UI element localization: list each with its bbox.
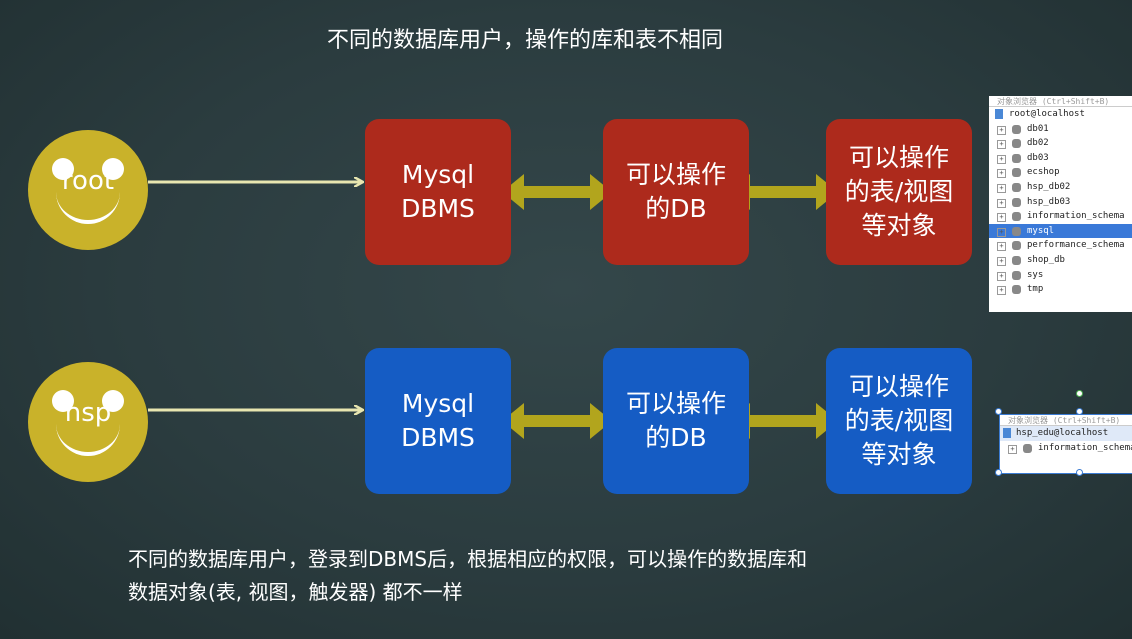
- hsp-dbms-box: Mysql DBMS: [365, 348, 511, 494]
- database-label: shop_db: [1027, 254, 1065, 265]
- connection-label: hsp_edu@localhost: [1016, 428, 1109, 438]
- database-tree: + information_schema: [1000, 441, 1132, 456]
- database-icon: [1012, 153, 1021, 163]
- database-icon: [1012, 212, 1021, 222]
- expand-icon[interactable]: +: [997, 154, 1006, 164]
- database-icon: [1012, 197, 1021, 207]
- database-node[interactable]: + information_schema: [989, 209, 1132, 224]
- browser-header: 对象浏览器 (Ctrl+Shift+B): [1000, 415, 1132, 426]
- expand-icon[interactable]: +: [997, 125, 1006, 135]
- server-icon: [995, 109, 1003, 119]
- browser-header: 对象浏览器 (Ctrl+Shift+B): [989, 96, 1132, 107]
- database-node[interactable]: + hsp_db02: [989, 180, 1132, 195]
- smile: [56, 186, 120, 224]
- database-icon: [1012, 124, 1021, 134]
- database-node[interactable]: + ecshop: [989, 165, 1132, 180]
- hsp-db-objects-double-arrow: [728, 403, 838, 439]
- resize-handle[interactable]: [1076, 469, 1083, 476]
- connection-node[interactable]: root@localhost: [989, 107, 1132, 122]
- database-icon: [1023, 443, 1032, 453]
- expand-icon[interactable]: +: [1008, 444, 1017, 454]
- database-icon: [1012, 182, 1021, 192]
- database-label: db02: [1027, 138, 1049, 149]
- expand-icon[interactable]: +: [997, 183, 1006, 193]
- database-node[interactable]: + sys: [989, 268, 1132, 283]
- expand-icon[interactable]: +: [997, 140, 1006, 150]
- database-icon: [1012, 270, 1021, 280]
- root-db-objects-double-arrow: [728, 174, 838, 210]
- database-node[interactable]: + information_schema: [1000, 441, 1132, 456]
- left-eye: [52, 390, 74, 412]
- database-node[interactable]: + mysql: [989, 223, 1132, 239]
- root-objects-box: 可以操作 的表/视图 等对象: [826, 119, 972, 265]
- database-icon: [1012, 139, 1021, 149]
- database-node[interactable]: + hsp_db03: [989, 195, 1132, 210]
- right-eye: [102, 390, 124, 412]
- database-icon: [1012, 168, 1021, 178]
- database-node[interactable]: + shop_db: [989, 253, 1132, 268]
- expand-icon[interactable]: +: [997, 227, 1006, 237]
- database-node[interactable]: + performance_schema: [989, 238, 1132, 253]
- connection-node[interactable]: hsp_edu@localhost: [1000, 426, 1132, 441]
- database-icon: [1012, 255, 1021, 265]
- hsp-dbms-db-double-arrow: [502, 403, 612, 439]
- root-user-avatar: root: [28, 130, 148, 250]
- database-node[interactable]: + db01: [989, 122, 1132, 137]
- database-label: performance_schema: [1027, 240, 1125, 251]
- expand-icon[interactable]: +: [997, 286, 1006, 296]
- left-eye: [52, 158, 74, 180]
- database-node[interactable]: + db03: [989, 151, 1132, 166]
- expand-icon[interactable]: +: [997, 271, 1006, 281]
- root-object-browser: 对象浏览器 (Ctrl+Shift+B) root@localhost + db0…: [989, 96, 1132, 312]
- right-eye: [102, 158, 124, 180]
- expand-icon[interactable]: +: [997, 242, 1006, 252]
- database-node[interactable]: + tmp: [989, 282, 1132, 297]
- database-label: hsp_db02: [1027, 181, 1071, 192]
- server-icon: [1003, 428, 1011, 438]
- footer-note: 不同的数据库用户，登录到DBMS后，根据相应的权限，可以操作的数据库和 数据对象…: [128, 547, 808, 604]
- connection-label: root@localhost: [1009, 109, 1085, 119]
- slide-title: 不同的数据库用户，操作的库和表不相同: [326, 28, 723, 53]
- database-label: information_schema: [1038, 442, 1132, 453]
- database-icon: [1012, 241, 1021, 251]
- hsp-object-browser: 对象浏览器 (Ctrl+Shift+B) hsp_edu@localhost +…: [999, 414, 1132, 474]
- expand-icon[interactable]: +: [997, 198, 1006, 208]
- hsp-db-box: 可以操作 的DB: [603, 348, 749, 494]
- database-label: information_schema: [1027, 211, 1125, 222]
- database-label: ecshop: [1027, 167, 1060, 178]
- database-tree: + db01 + db02 + db03 + ecshop + hsp_db02 + hsp_db03…: [989, 122, 1132, 297]
- hsp-user-avatar: hsp: [28, 362, 148, 482]
- database-label: tmp: [1027, 284, 1044, 295]
- resize-handle[interactable]: [995, 469, 1002, 476]
- database-label: db01: [1027, 123, 1049, 134]
- expand-icon[interactable]: +: [997, 256, 1006, 266]
- smile: [56, 418, 120, 456]
- resize-handle[interactable]: [1076, 390, 1083, 397]
- database-label: sys: [1027, 269, 1044, 280]
- database-label: hsp_db03: [1027, 196, 1071, 207]
- hsp-objects-box: 可以操作 的表/视图 等对象: [826, 348, 972, 494]
- resize-handle[interactable]: [995, 408, 1002, 415]
- root-db-box: 可以操作 的DB: [603, 119, 749, 265]
- database-label: mysql: [1027, 225, 1055, 236]
- database-label: db03: [1027, 152, 1049, 163]
- resize-handle[interactable]: [1076, 408, 1083, 415]
- root-dbms-box: Mysql DBMS: [365, 119, 511, 265]
- database-icon: [1012, 285, 1021, 295]
- expand-icon[interactable]: +: [997, 213, 1006, 223]
- expand-icon[interactable]: +: [997, 169, 1006, 179]
- database-icon: [1012, 226, 1021, 236]
- root-dbms-db-double-arrow: [502, 174, 612, 210]
- database-node[interactable]: + db02: [989, 136, 1132, 151]
